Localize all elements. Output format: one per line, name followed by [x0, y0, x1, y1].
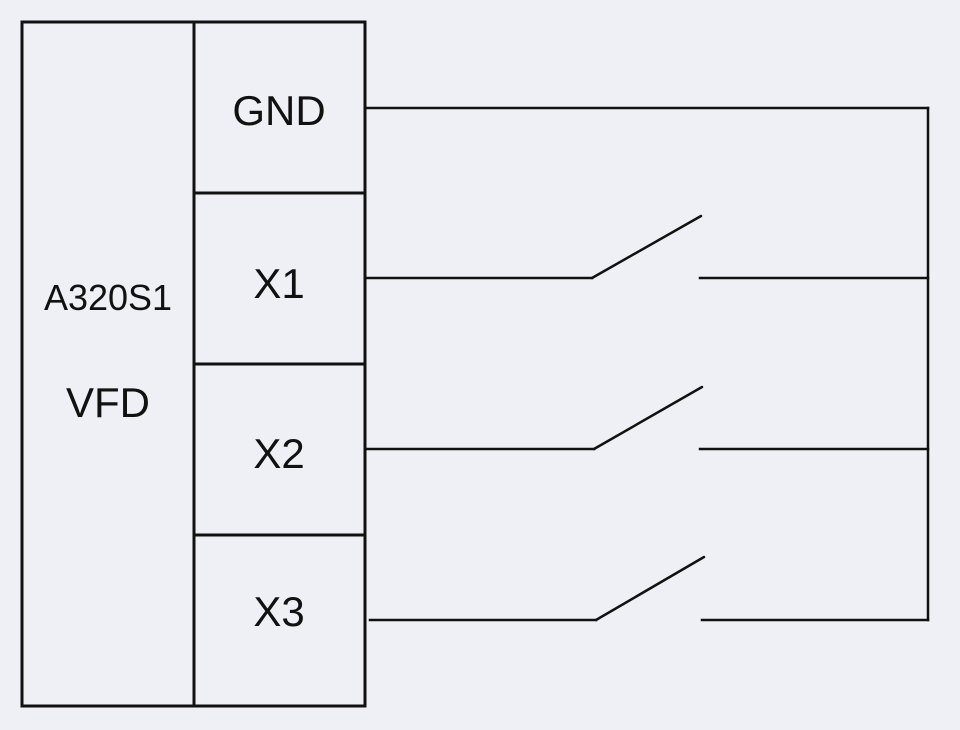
x1-switch-blade: [590, 214, 703, 280]
terminal-x1-label: X1: [253, 260, 304, 307]
switch-x2: [365, 385, 930, 451]
vfd-model-label: A320S1: [44, 277, 172, 318]
terminal-x3: [192, 533, 367, 708]
terminal-strip: GND X1 X2 X3: [192, 20, 367, 708]
terminal-gnd-label: GND: [232, 87, 325, 134]
vfd-block: [20, 20, 196, 708]
switch-x1: [365, 214, 930, 280]
switch-x3: [368, 555, 930, 622]
terminal-x2-label: X2: [253, 430, 304, 477]
vfd-type-label: VFD: [66, 379, 150, 426]
x2-switch-blade: [592, 385, 704, 451]
terminal-x3-label: X3: [253, 588, 304, 635]
x3-switch-blade: [594, 555, 706, 622]
